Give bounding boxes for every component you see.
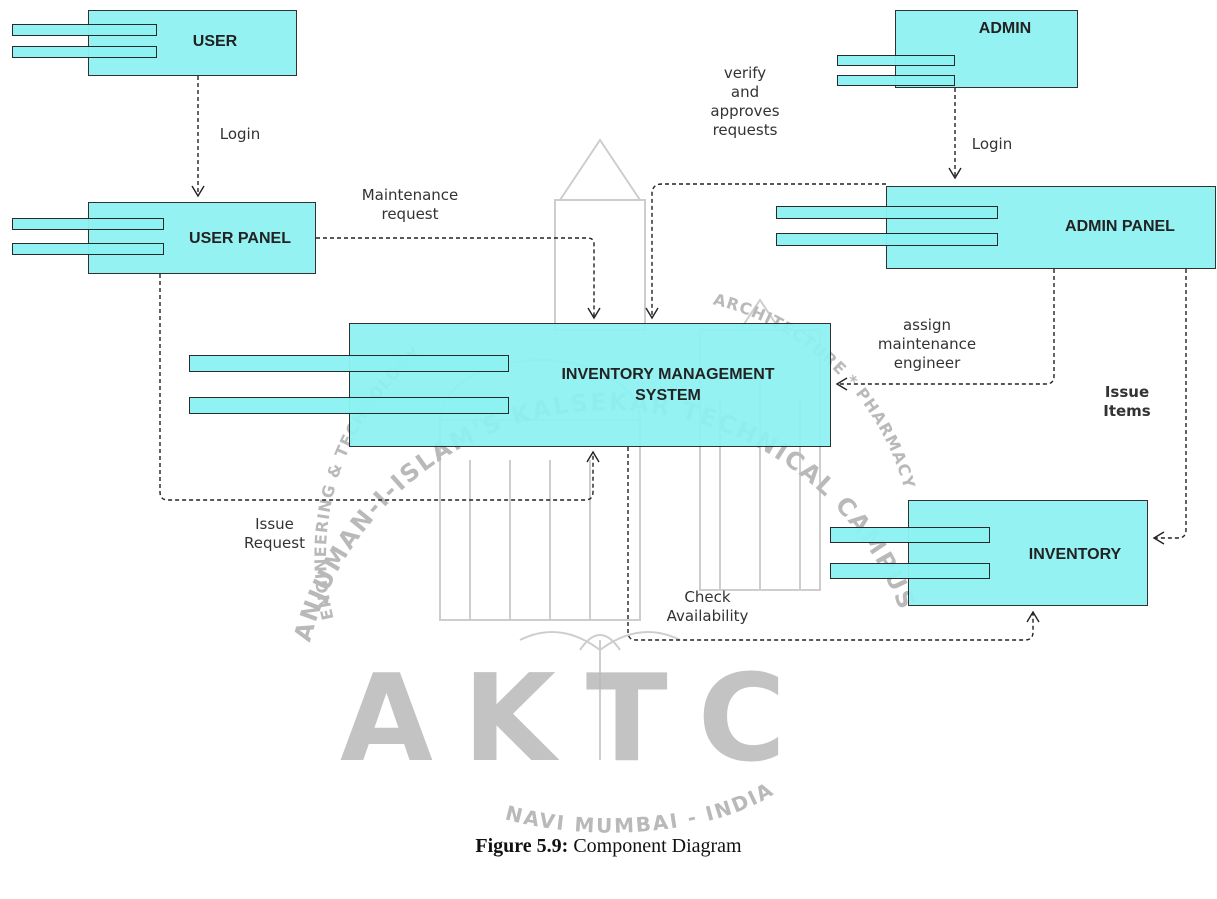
assign-engineer-note-line1: assign xyxy=(862,316,992,335)
verify-approves-note-line4: requests xyxy=(685,121,805,140)
issue-request-note-line2: Request xyxy=(232,534,317,553)
issue-items-note-line2: Items xyxy=(1092,402,1162,421)
issue-request-line xyxy=(160,274,593,500)
verify-approves-note-line1: verify xyxy=(685,64,805,83)
verify-approves-note-line3: approves xyxy=(685,102,805,121)
maintenance-request-line xyxy=(316,238,594,318)
issue-items-note-line1: Issue xyxy=(1092,383,1162,402)
issue-request-note-line1: Issue xyxy=(232,515,317,534)
issue-request-note: Issue Request xyxy=(232,515,317,553)
user-login-note: Login xyxy=(205,125,275,144)
assign-engineer-note: assign maintenance engineer xyxy=(862,316,992,373)
maintenance-request-note: Maintenance request xyxy=(345,186,475,224)
maintenance-request-note-line1: Maintenance xyxy=(345,186,475,205)
figure-caption-label: Figure 5.9: xyxy=(475,835,568,857)
issue-items-note: Issue Items xyxy=(1092,383,1162,421)
verify-approves-note: verify and approves requests xyxy=(685,64,805,140)
maintenance-request-note-line2: request xyxy=(345,205,475,224)
check-availability-note-line2: Availability xyxy=(645,607,770,626)
admin-login-note: Login xyxy=(957,135,1027,154)
check-availability-note: Check Availability xyxy=(645,588,770,626)
verify-approves-note-line2: and xyxy=(685,83,805,102)
figure-caption-text: Component Diagram xyxy=(568,835,741,857)
figure-caption: Figure 5.9: Component Diagram xyxy=(0,835,1217,858)
assign-engineer-note-line2: maintenance xyxy=(862,335,992,354)
check-availability-note-line1: Check xyxy=(645,588,770,607)
assign-engineer-note-line3: engineer xyxy=(862,354,992,373)
verify-approves-line xyxy=(652,184,886,318)
